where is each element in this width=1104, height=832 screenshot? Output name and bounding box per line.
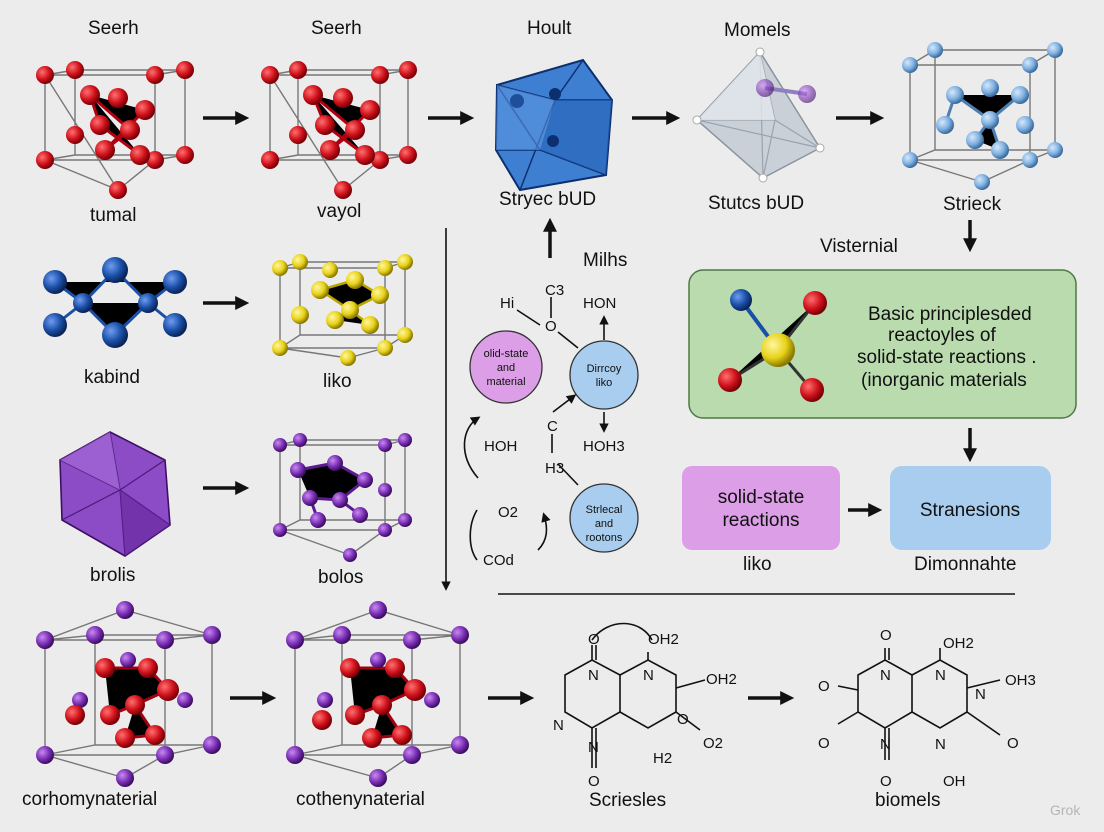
r2-caption-2: liko bbox=[323, 371, 352, 392]
svg-text:N: N bbox=[588, 739, 599, 756]
svg-text:O: O bbox=[677, 711, 689, 728]
r4-caption-4: biomels bbox=[875, 790, 940, 811]
svg-text:solid-state reactions .: solid-state reactions . bbox=[857, 347, 1037, 368]
crystal-mixed-2 bbox=[286, 601, 469, 787]
r1-caption-5: Strieck bbox=[943, 194, 1002, 215]
svg-text:rootons: rootons bbox=[586, 532, 623, 544]
svg-text:material: material bbox=[486, 376, 525, 388]
organic-molecule-1: O OH2 N N N N OH2 O O2 H2 O bbox=[553, 622, 737, 790]
svg-text:O: O bbox=[588, 773, 600, 790]
mid-hoh-1: HOH bbox=[484, 438, 517, 455]
svg-text:O: O bbox=[880, 773, 892, 790]
r1-title-4: Momels bbox=[724, 20, 791, 41]
svg-text:reactoyles of: reactoyles of bbox=[888, 325, 996, 346]
crystal-mixed-1 bbox=[36, 601, 221, 787]
crystal-red-2 bbox=[261, 61, 417, 199]
crystal-red-1 bbox=[36, 61, 194, 199]
svg-text:N: N bbox=[975, 686, 986, 703]
r1-title-1: Seerh bbox=[88, 18, 139, 39]
r2-caption-1: kabind bbox=[84, 367, 140, 388]
svg-text:OH2: OH2 bbox=[706, 671, 737, 688]
mid-c3: C3 bbox=[545, 282, 564, 299]
crystal-lightblue bbox=[902, 42, 1063, 190]
svg-text:(inorganic materials: (inorganic materials bbox=[861, 370, 1027, 391]
svg-text:and: and bbox=[497, 362, 515, 374]
watermark: Grok bbox=[1050, 802, 1081, 818]
svg-text:H2: H2 bbox=[653, 750, 672, 767]
r4-caption-1: corhomynaterial bbox=[22, 789, 157, 810]
svg-text:N: N bbox=[935, 667, 946, 684]
svg-text:N: N bbox=[588, 667, 599, 684]
svg-text:N: N bbox=[935, 736, 946, 753]
mid-co: COd bbox=[483, 552, 514, 569]
pink-reactions-box[interactable]: solid-state reactions bbox=[682, 466, 840, 550]
blue-caption: Dimonnahte bbox=[914, 554, 1016, 575]
mid-hon: HON bbox=[583, 295, 616, 312]
visternial-label: Visternial bbox=[820, 236, 898, 257]
mid-o2: O2 bbox=[498, 504, 518, 521]
svg-text:N: N bbox=[553, 717, 564, 734]
r3-caption-2: bolos bbox=[318, 567, 363, 588]
svg-text:Strlecal: Strlecal bbox=[586, 504, 623, 516]
polyhedron-purple bbox=[59, 431, 171, 557]
crystal-purple bbox=[273, 433, 412, 562]
svg-text:OH3: OH3 bbox=[1005, 672, 1036, 689]
svg-text:OH2: OH2 bbox=[943, 635, 974, 652]
svg-text:Basic principlesded: Basic principlesded bbox=[868, 304, 1032, 325]
svg-text:liko: liko bbox=[596, 377, 613, 389]
svg-text:O: O bbox=[880, 627, 892, 644]
r1-caption-1: tumal bbox=[90, 205, 136, 226]
svg-text:N: N bbox=[880, 667, 891, 684]
milhs-label: Milhs bbox=[583, 250, 627, 271]
r1-caption-2: vayol bbox=[317, 201, 361, 222]
polyhedron-blue bbox=[494, 58, 614, 192]
pink-caption: liko bbox=[743, 554, 772, 575]
svg-text:and: and bbox=[595, 518, 613, 530]
r4-caption-2: cothenynaterial bbox=[296, 789, 425, 810]
svg-text:N: N bbox=[643, 667, 654, 684]
crystal-yellow bbox=[272, 254, 413, 366]
r4-caption-3: Scriesles bbox=[589, 790, 666, 811]
mid-hi: Hi bbox=[500, 295, 514, 312]
mid-h3: H3 bbox=[545, 460, 564, 477]
svg-text:O: O bbox=[588, 631, 600, 648]
r1-title-2: Seerh bbox=[311, 18, 362, 39]
octahedron-translucent bbox=[692, 47, 825, 183]
svg-text:solid-state: solid-state bbox=[718, 487, 805, 508]
svg-text:OH2: OH2 bbox=[648, 631, 679, 648]
circle-node-1: olid-state and material bbox=[469, 330, 543, 404]
mid-o: O bbox=[545, 318, 557, 335]
svg-text:OH: OH bbox=[943, 773, 966, 790]
r1-caption-3: Stryec bUD bbox=[499, 189, 596, 210]
mid-hoh-3: HOH3 bbox=[583, 438, 625, 455]
svg-text:O: O bbox=[818, 735, 830, 752]
organic-molecule-2: OH2 O OH3 N N N N N O O O O OH bbox=[818, 627, 1036, 790]
svg-text:O2: O2 bbox=[703, 735, 723, 752]
r1-caption-4: Stutcs bUD bbox=[708, 193, 804, 214]
r1-title-3: Hoult bbox=[527, 18, 572, 39]
svg-text:O: O bbox=[1007, 735, 1019, 752]
green-summary-box: Basic principlesded reactoyles of solid-… bbox=[688, 269, 1077, 419]
svg-text:reactions: reactions bbox=[722, 510, 799, 531]
svg-text:Stranesions: Stranesions bbox=[920, 500, 1020, 521]
svg-text:O: O bbox=[818, 678, 830, 695]
svg-text:olid-state: olid-state bbox=[484, 348, 529, 360]
molecule-blue bbox=[43, 257, 187, 348]
svg-text:Dirrcoy: Dirrcoy bbox=[587, 363, 622, 375]
circle-node-3: Strlecal and rootons bbox=[569, 483, 639, 553]
r3-caption-1: brolis bbox=[90, 565, 135, 586]
mid-c: C bbox=[547, 418, 558, 435]
circle-node-2: Dirrcoy liko bbox=[569, 340, 639, 410]
blue-stranesions-box[interactable]: Stranesions bbox=[890, 466, 1051, 550]
svg-text:N: N bbox=[880, 736, 891, 753]
